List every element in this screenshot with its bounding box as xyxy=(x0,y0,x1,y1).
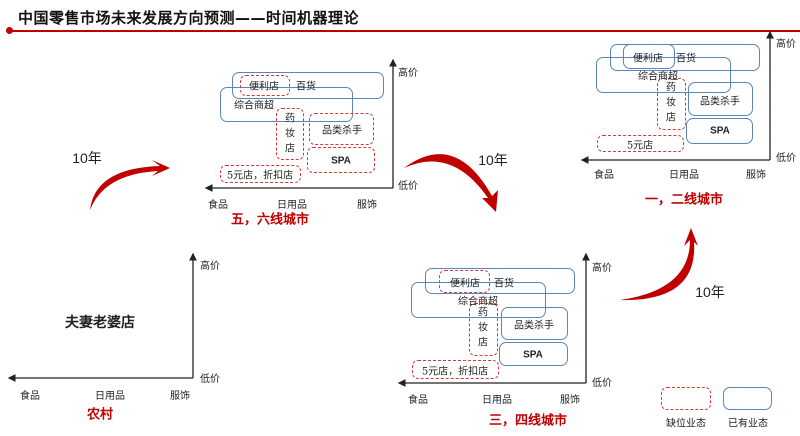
department-store-box xyxy=(232,72,384,99)
hypermarket-label: 综合商超 xyxy=(638,71,678,83)
hypermarket-box xyxy=(596,57,731,93)
x-label-apparel: 服饰 xyxy=(746,170,766,181)
discount-box xyxy=(412,360,499,379)
x-label-apparel: 服饰 xyxy=(560,395,580,406)
department-label: 百货 xyxy=(296,81,316,93)
convenience-box xyxy=(439,270,490,293)
spa-box xyxy=(686,118,753,144)
low-price-label: 低价 xyxy=(592,378,612,389)
discount-label: 5元店，折扣店 xyxy=(421,366,489,378)
category-killer-label: 品类杀手 xyxy=(700,96,740,108)
arrow-label: 10年 xyxy=(72,150,102,166)
arrow-label: 10年 xyxy=(478,152,508,168)
page-title: 中国零售市场未来发展方向预测——时间机器理论 xyxy=(18,9,360,27)
legend-missing-label: 缺位业态 xyxy=(666,418,706,430)
high-price-label: 高价 xyxy=(776,39,796,50)
low-price-label: 低价 xyxy=(200,374,220,385)
drugstore-box xyxy=(657,78,686,130)
spa-box xyxy=(307,147,375,173)
x-label-food: 食品 xyxy=(20,391,40,402)
x-label-daily: 日用品 xyxy=(277,200,307,211)
convenience-box xyxy=(623,44,675,69)
spa-label: SPA xyxy=(710,125,730,137)
department-label: 百货 xyxy=(494,278,514,290)
hypermarket-box xyxy=(411,282,546,318)
legend-missing-swatch xyxy=(661,387,711,410)
low-price-label: 低价 xyxy=(776,153,796,164)
discount-label: 5元店 xyxy=(626,140,654,152)
department-store-box xyxy=(425,268,575,294)
low-price-label: 低价 xyxy=(398,181,418,192)
spa-box xyxy=(499,342,568,366)
legend-existing-label: 已有业态 xyxy=(728,418,768,430)
drugstore-label: 药妆店 xyxy=(666,82,676,124)
legend-existing-swatch xyxy=(723,387,772,410)
title-rule-dot xyxy=(6,27,13,34)
category-killer-box xyxy=(688,82,753,116)
department-label: 百货 xyxy=(676,53,696,65)
drugstore-box xyxy=(276,108,304,160)
high-price-label: 高价 xyxy=(200,261,220,272)
drugstore-label: 药妆店 xyxy=(285,113,295,155)
category-killer-label: 品类杀手 xyxy=(322,125,362,137)
arrow-tier34-to-tier12 xyxy=(620,228,698,301)
hypermarket-box xyxy=(220,87,353,122)
discount-label: 5元店，折扣店 xyxy=(226,170,294,182)
discount-box xyxy=(220,165,301,183)
spa-label: SPA xyxy=(523,349,543,361)
category-killer-box xyxy=(501,307,568,340)
high-price-label: 高价 xyxy=(398,68,418,79)
arrow-rural-to-tier56 xyxy=(90,160,170,210)
hypermarket-label: 综合商超 xyxy=(458,296,498,308)
drugstore-box xyxy=(469,303,498,356)
convenience-label: 便利店 xyxy=(633,53,663,65)
x-label-daily: 日用品 xyxy=(482,395,512,406)
x-label-food: 食品 xyxy=(594,170,614,181)
x-label-food: 食品 xyxy=(208,200,228,211)
category-killer-label: 品类杀手 xyxy=(514,320,554,332)
panel-title: 三，四线城市 xyxy=(488,413,568,429)
discount-box xyxy=(597,135,684,152)
convenience-label: 便利店 xyxy=(249,81,279,93)
title-rule xyxy=(10,30,800,32)
category-killer-box xyxy=(309,113,374,145)
panel-title: 农村 xyxy=(86,407,114,423)
convenience-label: 便利店 xyxy=(450,278,480,290)
x-label-food: 食品 xyxy=(408,395,428,406)
hypermarket-label: 综合商超 xyxy=(234,100,274,112)
arrow-tier56-to-tier34 xyxy=(404,154,498,212)
x-label-apparel: 服饰 xyxy=(170,391,190,402)
x-label-daily: 日用品 xyxy=(95,391,125,402)
panel-title: 五，六线城市 xyxy=(230,212,310,228)
x-label-daily: 日用品 xyxy=(669,170,699,181)
panel-title: 一，二线城市 xyxy=(644,192,724,208)
high-price-label: 高价 xyxy=(592,263,612,274)
mom-and-pop-store-label: 夫妻老婆店 xyxy=(65,315,135,331)
spa-label: SPA xyxy=(331,155,351,167)
arrow-label: 10年 xyxy=(695,284,725,300)
drugstore-label: 药妆店 xyxy=(478,307,488,349)
convenience-box xyxy=(240,75,290,96)
x-label-apparel: 服饰 xyxy=(357,200,377,211)
